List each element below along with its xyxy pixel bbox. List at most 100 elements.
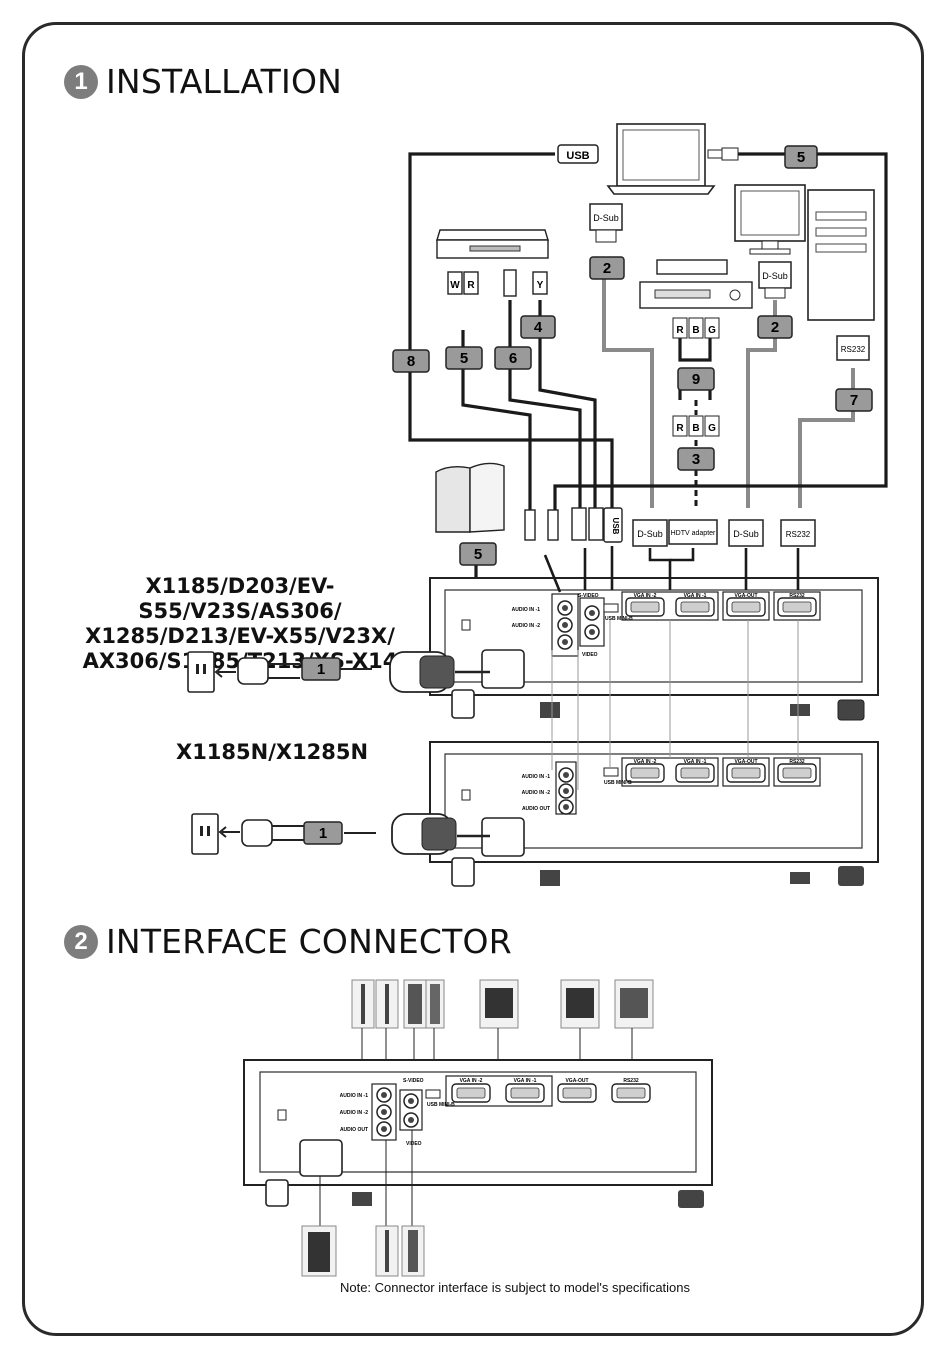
svg-text:D-Sub: D-Sub xyxy=(762,271,788,281)
svg-text:VGA-OUT: VGA-OUT xyxy=(734,759,757,765)
svg-text:VIDEO: VIDEO xyxy=(406,1141,422,1147)
svg-text:4: 4 xyxy=(534,319,543,336)
projector-icon: AUDIO IN -1 AUDIO IN -2 S-VIDEO VIDEO US… xyxy=(429,577,879,721)
cable-tag-1-top: 1 xyxy=(301,657,341,681)
cable-tag-6: 6 xyxy=(494,346,532,370)
connector-photos-bottom xyxy=(301,1225,425,1277)
svg-text:USB: USB xyxy=(611,518,620,535)
svg-text:S-VIDEO: S-VIDEO xyxy=(403,1078,424,1084)
section-title: INSTALLATION xyxy=(106,62,343,101)
footnote: Note: Connector interface is subject to … xyxy=(339,1280,691,1295)
cable-tag-8: 8 xyxy=(392,349,430,373)
wall-outlet-icon xyxy=(191,813,219,855)
svg-text:RS232: RS232 xyxy=(789,759,805,765)
svg-text:S-VIDEO: S-VIDEO xyxy=(578,593,599,599)
svg-text:1: 1 xyxy=(317,661,325,678)
svg-text:B: B xyxy=(692,325,699,336)
cable-tag-2-laptop: 2 xyxy=(589,256,625,280)
cable-tag-2-pc: 2 xyxy=(757,315,793,339)
svg-text:D-Sub: D-Sub xyxy=(733,529,759,539)
svg-text:8: 8 xyxy=(407,353,415,370)
connector-photos-top xyxy=(351,979,654,1029)
svg-text:VGA IN -1: VGA IN -1 xyxy=(684,759,707,765)
cable-tag-1-bottom: 1 xyxy=(303,821,343,845)
svg-text:AUDIO IN -2: AUDIO IN -2 xyxy=(340,1110,369,1116)
audio-plug-right xyxy=(547,509,559,541)
video-plug xyxy=(588,507,604,541)
svg-text:RS232: RS232 xyxy=(789,593,805,599)
section-title: INTERFACE CONNECTOR xyxy=(106,922,512,961)
usb-cable-label: USB xyxy=(557,144,599,164)
svg-text:VGA IN -2: VGA IN -2 xyxy=(634,593,657,599)
svg-text:R: R xyxy=(467,280,475,291)
wall-outlet-icon xyxy=(187,651,215,693)
svg-text:AUDIO OUT: AUDIO OUT xyxy=(522,806,550,812)
dsub-connector-pc: D-Sub xyxy=(758,261,792,299)
svg-text:HDTV adapter: HDTV adapter xyxy=(671,530,716,537)
svg-text:7: 7 xyxy=(850,392,858,409)
page-frame xyxy=(22,22,924,1336)
cable-tag-5-audio: 5 xyxy=(445,346,483,370)
svg-text:G: G xyxy=(708,423,716,434)
svg-text:VGA-OUT: VGA-OUT xyxy=(565,1078,588,1084)
svg-text:AUDIO IN -1: AUDIO IN -1 xyxy=(522,774,551,780)
svg-text:1: 1 xyxy=(319,825,327,842)
svg-text:2: 2 xyxy=(603,260,611,277)
svg-text:RS232: RS232 xyxy=(623,1078,639,1084)
model-line: X1185/D203/EV-S55/V23S/AS306/ xyxy=(138,574,342,623)
svg-text:AUDIO IN -2: AUDIO IN -2 xyxy=(522,790,551,796)
component-rgb-plugs-top: R B G xyxy=(672,317,720,339)
section-installation-header: 1 INSTALLATION xyxy=(64,62,342,101)
usb-plug: USB xyxy=(603,507,623,543)
svg-text:AUDIO OUT: AUDIO OUT xyxy=(340,1127,368,1133)
svg-text:USB MINI-B: USB MINI-B xyxy=(427,1102,455,1108)
svg-text:USB: USB xyxy=(566,150,589,162)
svg-text:D-Sub: D-Sub xyxy=(637,529,663,539)
svg-text:USB MINI-B: USB MINI-B xyxy=(604,780,632,786)
cable-tag-4: 4 xyxy=(520,315,556,339)
svg-text:D-Sub: D-Sub xyxy=(593,213,619,223)
projector-icon: AUDIO IN -1 AUDIO IN -2 AUDIO OUT USB MI… xyxy=(429,741,879,887)
vcr-icon xyxy=(639,259,753,309)
svg-text:VGA-OUT: VGA-OUT xyxy=(734,593,757,599)
svg-text:VGA IN -2: VGA IN -2 xyxy=(634,759,657,765)
svg-text:AUDIO IN -1: AUDIO IN -1 xyxy=(512,607,541,613)
svg-text:R: R xyxy=(676,423,684,434)
cable-tag-5-laptop: 5 xyxy=(784,145,818,169)
speaker-icon xyxy=(435,462,505,533)
cable-tag-3: 3 xyxy=(677,447,715,471)
section-number-badge: 2 xyxy=(64,924,98,959)
audio-rca-plugs: W R Y xyxy=(447,269,548,297)
laptop-connector xyxy=(707,147,739,161)
section-interface-header: 2 INTERFACE CONNECTOR xyxy=(64,922,512,961)
rs232-connector-pc: RS232 xyxy=(836,335,870,361)
dsub-plug-2: D-Sub xyxy=(728,519,764,547)
svg-text:2: 2 xyxy=(771,319,779,336)
cable-tag-5-speaker: 5 xyxy=(459,542,497,566)
svg-text:5: 5 xyxy=(797,149,805,166)
svg-text:VGA IN -1: VGA IN -1 xyxy=(514,1078,537,1084)
rs232-plug: RS232 xyxy=(780,519,816,547)
audio-plug-left xyxy=(524,509,536,541)
svg-text:5: 5 xyxy=(460,350,468,367)
projector-icon: AUDIO IN -1 AUDIO IN -2 AUDIO OUT S-VIDE… xyxy=(243,1059,713,1208)
component-rgb-plugs-bottom: R B G xyxy=(672,415,720,437)
svg-text:RS232: RS232 xyxy=(841,345,866,354)
svg-text:AUDIO IN -2: AUDIO IN -2 xyxy=(512,623,541,629)
cable-tag-7: 7 xyxy=(835,388,873,412)
pc-tower-icon xyxy=(807,189,875,321)
svg-text:RS232: RS232 xyxy=(786,530,811,539)
svg-text:3: 3 xyxy=(692,451,700,468)
svg-text:VGA IN -2: VGA IN -2 xyxy=(460,1078,483,1084)
svg-text:VGA IN -1: VGA IN -1 xyxy=(684,593,707,599)
power-plug-icon xyxy=(237,651,455,693)
laptop-icon xyxy=(606,123,716,195)
svg-text:R: R xyxy=(676,325,684,336)
svg-text:W: W xyxy=(450,280,460,291)
svg-text:VIDEO: VIDEO xyxy=(582,652,598,658)
model-list-group2: X1185N/X1285N xyxy=(176,740,369,764)
dsub-connector-laptop: D-Sub xyxy=(589,203,623,243)
svg-text:B: B xyxy=(692,423,699,434)
cable-tag-9: 9 xyxy=(677,367,715,391)
